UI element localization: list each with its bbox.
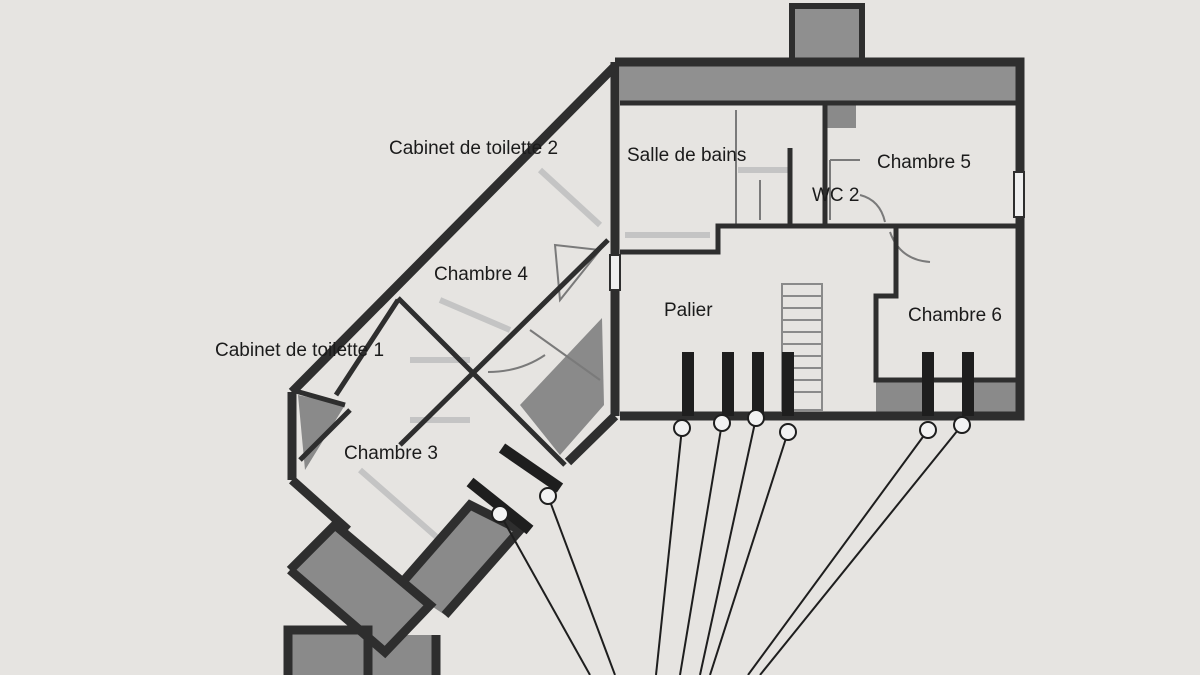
balcony-right [400,505,520,615]
annotation-circles [491,409,971,523]
fixtures [358,167,790,543]
marker-circle-1 [673,419,691,437]
interior-walls [291,100,1018,467]
leader-lines [499,417,963,675]
label-chambre-5: Chambre 5 [877,152,971,173]
closet-fill-1 [876,378,926,414]
bottom-left-block [288,630,368,675]
exterior-walls [283,57,1025,675]
thin-lines [487,110,931,381]
label-chambre-4: Chambre 4 [434,264,528,285]
marker-circle-7 [539,487,557,505]
label-cabinet-de-toilette-2: Cabinet de toilette 2 [389,138,559,159]
closet-fill-2 [972,378,1022,414]
top-gray-band [620,66,1018,102]
wall-piers [682,352,974,416]
marker-circle-4 [779,423,797,441]
balcony-left [290,525,430,650]
marker-circle-2 [713,414,731,432]
chambre4-gray-zone [520,318,604,455]
label-salle-de-bains: Salle de bains [627,145,747,166]
marker-circle-6 [953,416,971,434]
marker-circle-8 [491,505,509,523]
marker-circle-3 [747,409,765,427]
label-cabinet-de-toilette-1: Cabinet de toilette 1 [215,340,385,361]
label-palier: Palier [664,300,713,321]
label-chambre-6: Chambre 6 [908,305,1002,326]
chimney [789,3,865,65]
label-chambre-3: Chambre 3 [344,443,438,464]
marker-circle-5 [919,421,937,439]
label-wc-2: WC 2 [812,185,860,206]
window-markers [609,171,1025,291]
